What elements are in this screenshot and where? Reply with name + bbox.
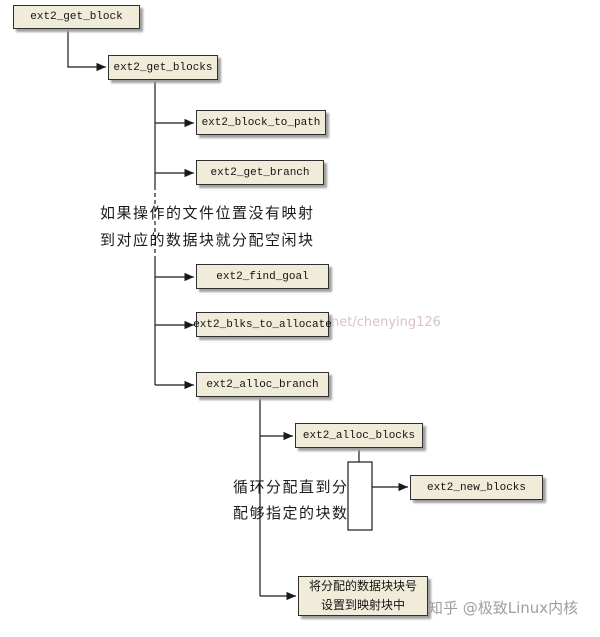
node-ext2-alloc-blocks: ext2_alloc_blocks [295,423,423,448]
node-ext2-get-branch: ext2_get_branch [196,160,324,185]
node-ext2-new-blocks: ext2_new_blocks [410,475,543,500]
node-set-mapping-block: 将分配的数据块块号设置到映射块中 [298,576,428,616]
node-ext2-blks-to-allocate: ext2_blks_to_allocate [193,312,332,337]
node-label: ext2_get_block [30,11,123,23]
annotation-loop-line2: 配够指定的块数 [233,504,349,522]
node-label: 将分配的数据块块号设置到映射块中 [308,579,417,612]
node-label: ext2_alloc_blocks [302,429,416,442]
annotation-no-mapping-line2: 到对应的数据块就分配空闲块 [100,231,315,249]
watermark-text: net/chenying126 [331,315,441,330]
annotation-loop-line1: 循环分配直到分 [233,478,349,496]
node-label: ext2_new_blocks [426,481,527,494]
credit-text: 知乎 @极致Linux内核 [428,599,579,617]
annotation-no-mapping-line1: 如果操作的文件位置没有映射 [100,204,315,222]
node-ext2-block-to-path: ext2_block_to_path [196,110,326,135]
node-ext2-find-goal: ext2_find_goal [196,264,329,289]
node-label: ext2_find_goal [216,270,309,283]
node-label: ext2_alloc_branch [206,378,319,391]
node-ext2-get-blocks: ext2_get_blocks [108,55,218,80]
node-label: ext2_blks_to_allocate [193,318,332,331]
node-label: ext2_get_branch [210,166,310,179]
node-ext2-alloc-branch: ext2_alloc_branch [196,372,329,397]
node-ext2-get-block: ext2_get_block [13,5,140,29]
node-label: ext2_get_blocks [113,61,213,74]
node-label: ext2_block_to_path [201,116,321,129]
